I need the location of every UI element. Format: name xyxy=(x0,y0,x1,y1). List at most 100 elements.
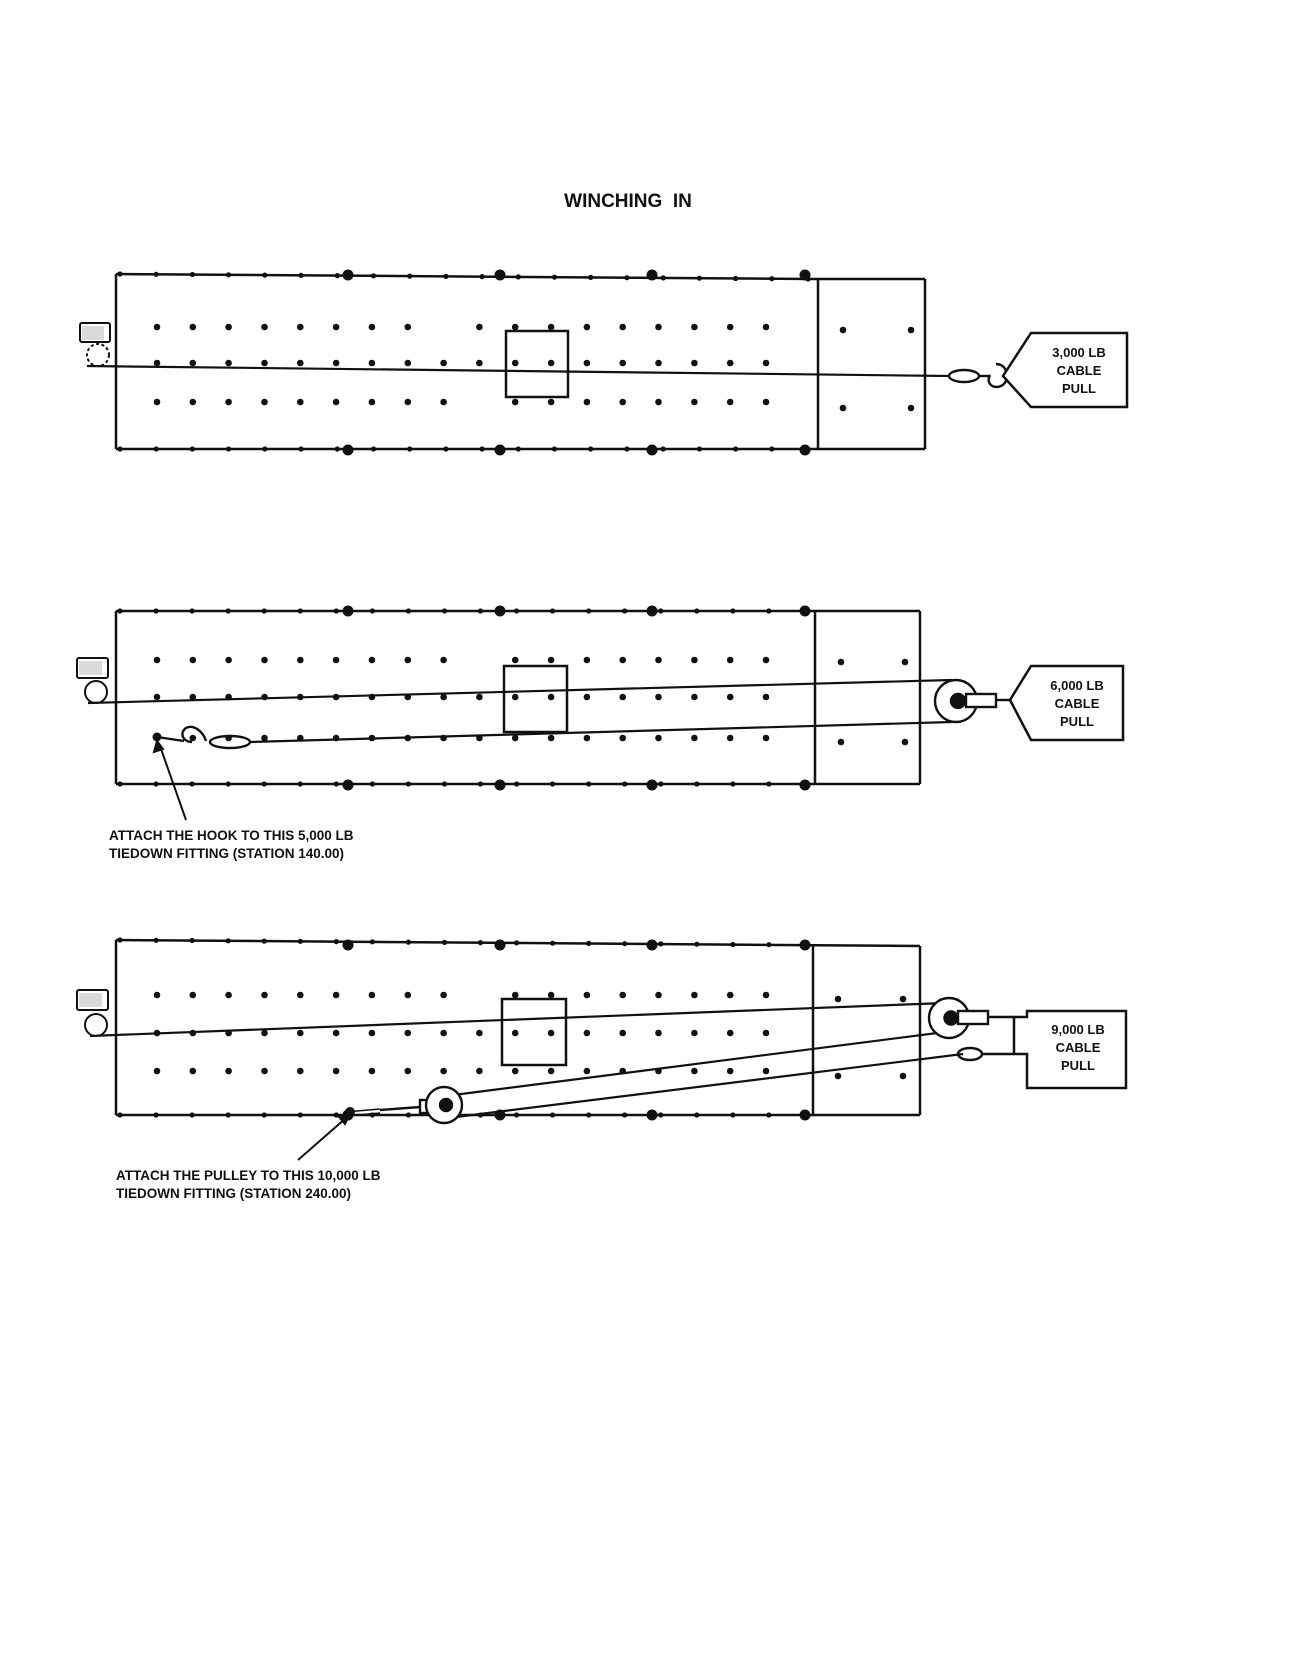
instruction-line1: ATTACH THE HOOK TO THIS 5,000 LB xyxy=(109,828,354,843)
rivet xyxy=(660,275,666,281)
rivet xyxy=(189,937,195,944)
heavy-tiedown-fitting xyxy=(646,444,658,456)
tiedown-fitting xyxy=(404,991,412,999)
rivet xyxy=(477,940,484,946)
rivet xyxy=(733,275,739,282)
rivet xyxy=(551,274,558,280)
panel-three-part-line: 9,000 LB CABLE PULL ATTACH THE PULLEY TO… xyxy=(76,937,1128,1201)
rivet xyxy=(189,608,195,614)
heavy-tiedown-fitting xyxy=(799,1109,811,1121)
tiedown-fitting xyxy=(404,656,412,664)
rivet xyxy=(334,446,340,452)
tiedown-fitting xyxy=(511,323,519,331)
tiedown-fitting xyxy=(547,1029,555,1037)
rivet xyxy=(297,781,303,787)
tiedown-fitting xyxy=(476,1067,483,1075)
tiedown-fitting xyxy=(225,1067,232,1075)
tiedown-fitting xyxy=(225,323,232,331)
rivet xyxy=(694,608,700,614)
rivet xyxy=(333,781,339,787)
rivet xyxy=(443,446,449,452)
heavy-tiedown-fitting xyxy=(646,779,658,791)
rivet xyxy=(694,941,700,947)
tiedown-fitting xyxy=(440,991,447,999)
tiedown-fitting xyxy=(691,1029,698,1037)
heavy-tiedown-fitting xyxy=(342,444,354,456)
tiedown-fitting xyxy=(619,991,626,999)
rivet xyxy=(153,271,159,277)
rivet xyxy=(658,781,664,787)
rivet xyxy=(369,781,375,787)
force-value: 3,000 LB xyxy=(1052,345,1105,360)
tiedown-fitting xyxy=(261,398,268,406)
rivet xyxy=(730,781,736,787)
aft-tiedown-fittings xyxy=(839,326,915,412)
rivet xyxy=(261,781,267,787)
rivet xyxy=(369,939,375,945)
tiedown-fitting xyxy=(691,1067,698,1075)
force-value: 9,000 LB xyxy=(1051,1022,1104,1037)
tiedown-fitting xyxy=(655,359,662,367)
rivet xyxy=(550,781,556,787)
rivet xyxy=(407,273,413,279)
winch-cable xyxy=(87,678,953,744)
rivet xyxy=(622,608,628,614)
rivet xyxy=(622,1112,628,1118)
tiedown-fitting xyxy=(547,656,555,664)
tiedown-fitting xyxy=(440,398,447,406)
rivet xyxy=(694,1112,700,1118)
tiedown-fitting xyxy=(726,1067,734,1075)
heavy-tiedown-fitting xyxy=(799,444,811,456)
rivet xyxy=(550,1112,556,1118)
heavy-tiedown-fittings xyxy=(342,269,811,456)
tiedown-fitting xyxy=(297,1029,304,1037)
rivet xyxy=(153,781,159,787)
rivet xyxy=(441,939,448,946)
tiedown-fitting xyxy=(655,693,662,701)
rivet xyxy=(514,608,520,614)
rivet xyxy=(370,446,377,452)
force-label-line2: CABLE xyxy=(1055,696,1100,711)
tiedown-fitting xyxy=(368,398,376,406)
rivet xyxy=(117,937,123,943)
tiedown-fitting xyxy=(153,656,161,664)
tiedown-fitting xyxy=(332,359,340,367)
tiedown-fitting xyxy=(655,398,662,406)
rivet xyxy=(153,1112,159,1118)
rivet xyxy=(769,276,775,282)
tiedown-fitting xyxy=(297,398,304,406)
tiedown-fitting xyxy=(511,656,519,664)
tiedown-fitting xyxy=(440,1029,447,1037)
tiedown-fitting xyxy=(225,359,232,367)
rivet xyxy=(370,273,377,279)
rivet xyxy=(261,1112,267,1118)
rivet xyxy=(225,781,231,787)
heavy-tiedown-fitting xyxy=(494,269,506,281)
center-hatch xyxy=(500,997,568,1067)
rivet xyxy=(514,1112,520,1118)
tiedown-fitting xyxy=(404,359,412,367)
rivet xyxy=(297,1112,303,1118)
instruction-line2: TIEDOWN FITTING (STATION 240.00) xyxy=(116,1186,351,1201)
tiedown-fitting xyxy=(225,656,232,664)
force-callout: 3,000 LB CABLE PULL xyxy=(1001,331,1129,409)
heavy-tiedown-fitting xyxy=(799,779,811,791)
tiedown-fitting xyxy=(404,323,412,331)
rivet xyxy=(696,275,703,281)
tiedown-fitting xyxy=(583,991,591,999)
rivet xyxy=(660,446,666,452)
diagram-title: WINCHING IN xyxy=(564,191,692,212)
tiedown-fitting xyxy=(583,398,591,406)
tiedown-fitting xyxy=(655,991,662,999)
rivet xyxy=(514,940,520,946)
rivet xyxy=(297,608,303,614)
tiedown-fitting xyxy=(404,398,412,406)
floor-edge-rivets xyxy=(117,608,808,614)
tiedown-fitting xyxy=(440,656,447,664)
tiedown-fitting xyxy=(440,1067,447,1075)
tiedown-fitting-row xyxy=(153,991,770,999)
tiedown-fitting xyxy=(583,656,591,664)
force-callout: 9,000 LB CABLE PULL xyxy=(1012,1009,1128,1090)
instruction-line1: ATTACH THE PULLEY TO THIS 10,000 LB xyxy=(116,1168,381,1183)
